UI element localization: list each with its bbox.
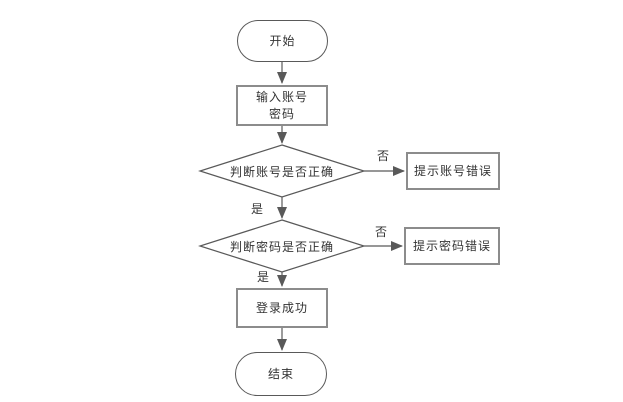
end-node: 结束 bbox=[235, 352, 327, 396]
account-error-node: 提示账号错误 bbox=[406, 152, 500, 190]
edge-label-password-no: 否 bbox=[374, 224, 387, 239]
login-success-node: 登录成功 bbox=[236, 288, 328, 328]
edge-label-password-yes: 是 bbox=[256, 269, 269, 284]
edge-label-account-yes: 是 bbox=[250, 201, 263, 216]
start-node: 开始 bbox=[237, 20, 328, 62]
input-credentials-node: 输入账号 密码 bbox=[236, 85, 328, 126]
edge-label-account-no: 否 bbox=[376, 148, 389, 163]
password-error-node: 提示密码错误 bbox=[404, 227, 500, 265]
check-password-label: 判断密码是否正确 bbox=[229, 239, 334, 254]
check-account-label: 判断账号是否正确 bbox=[229, 164, 334, 179]
